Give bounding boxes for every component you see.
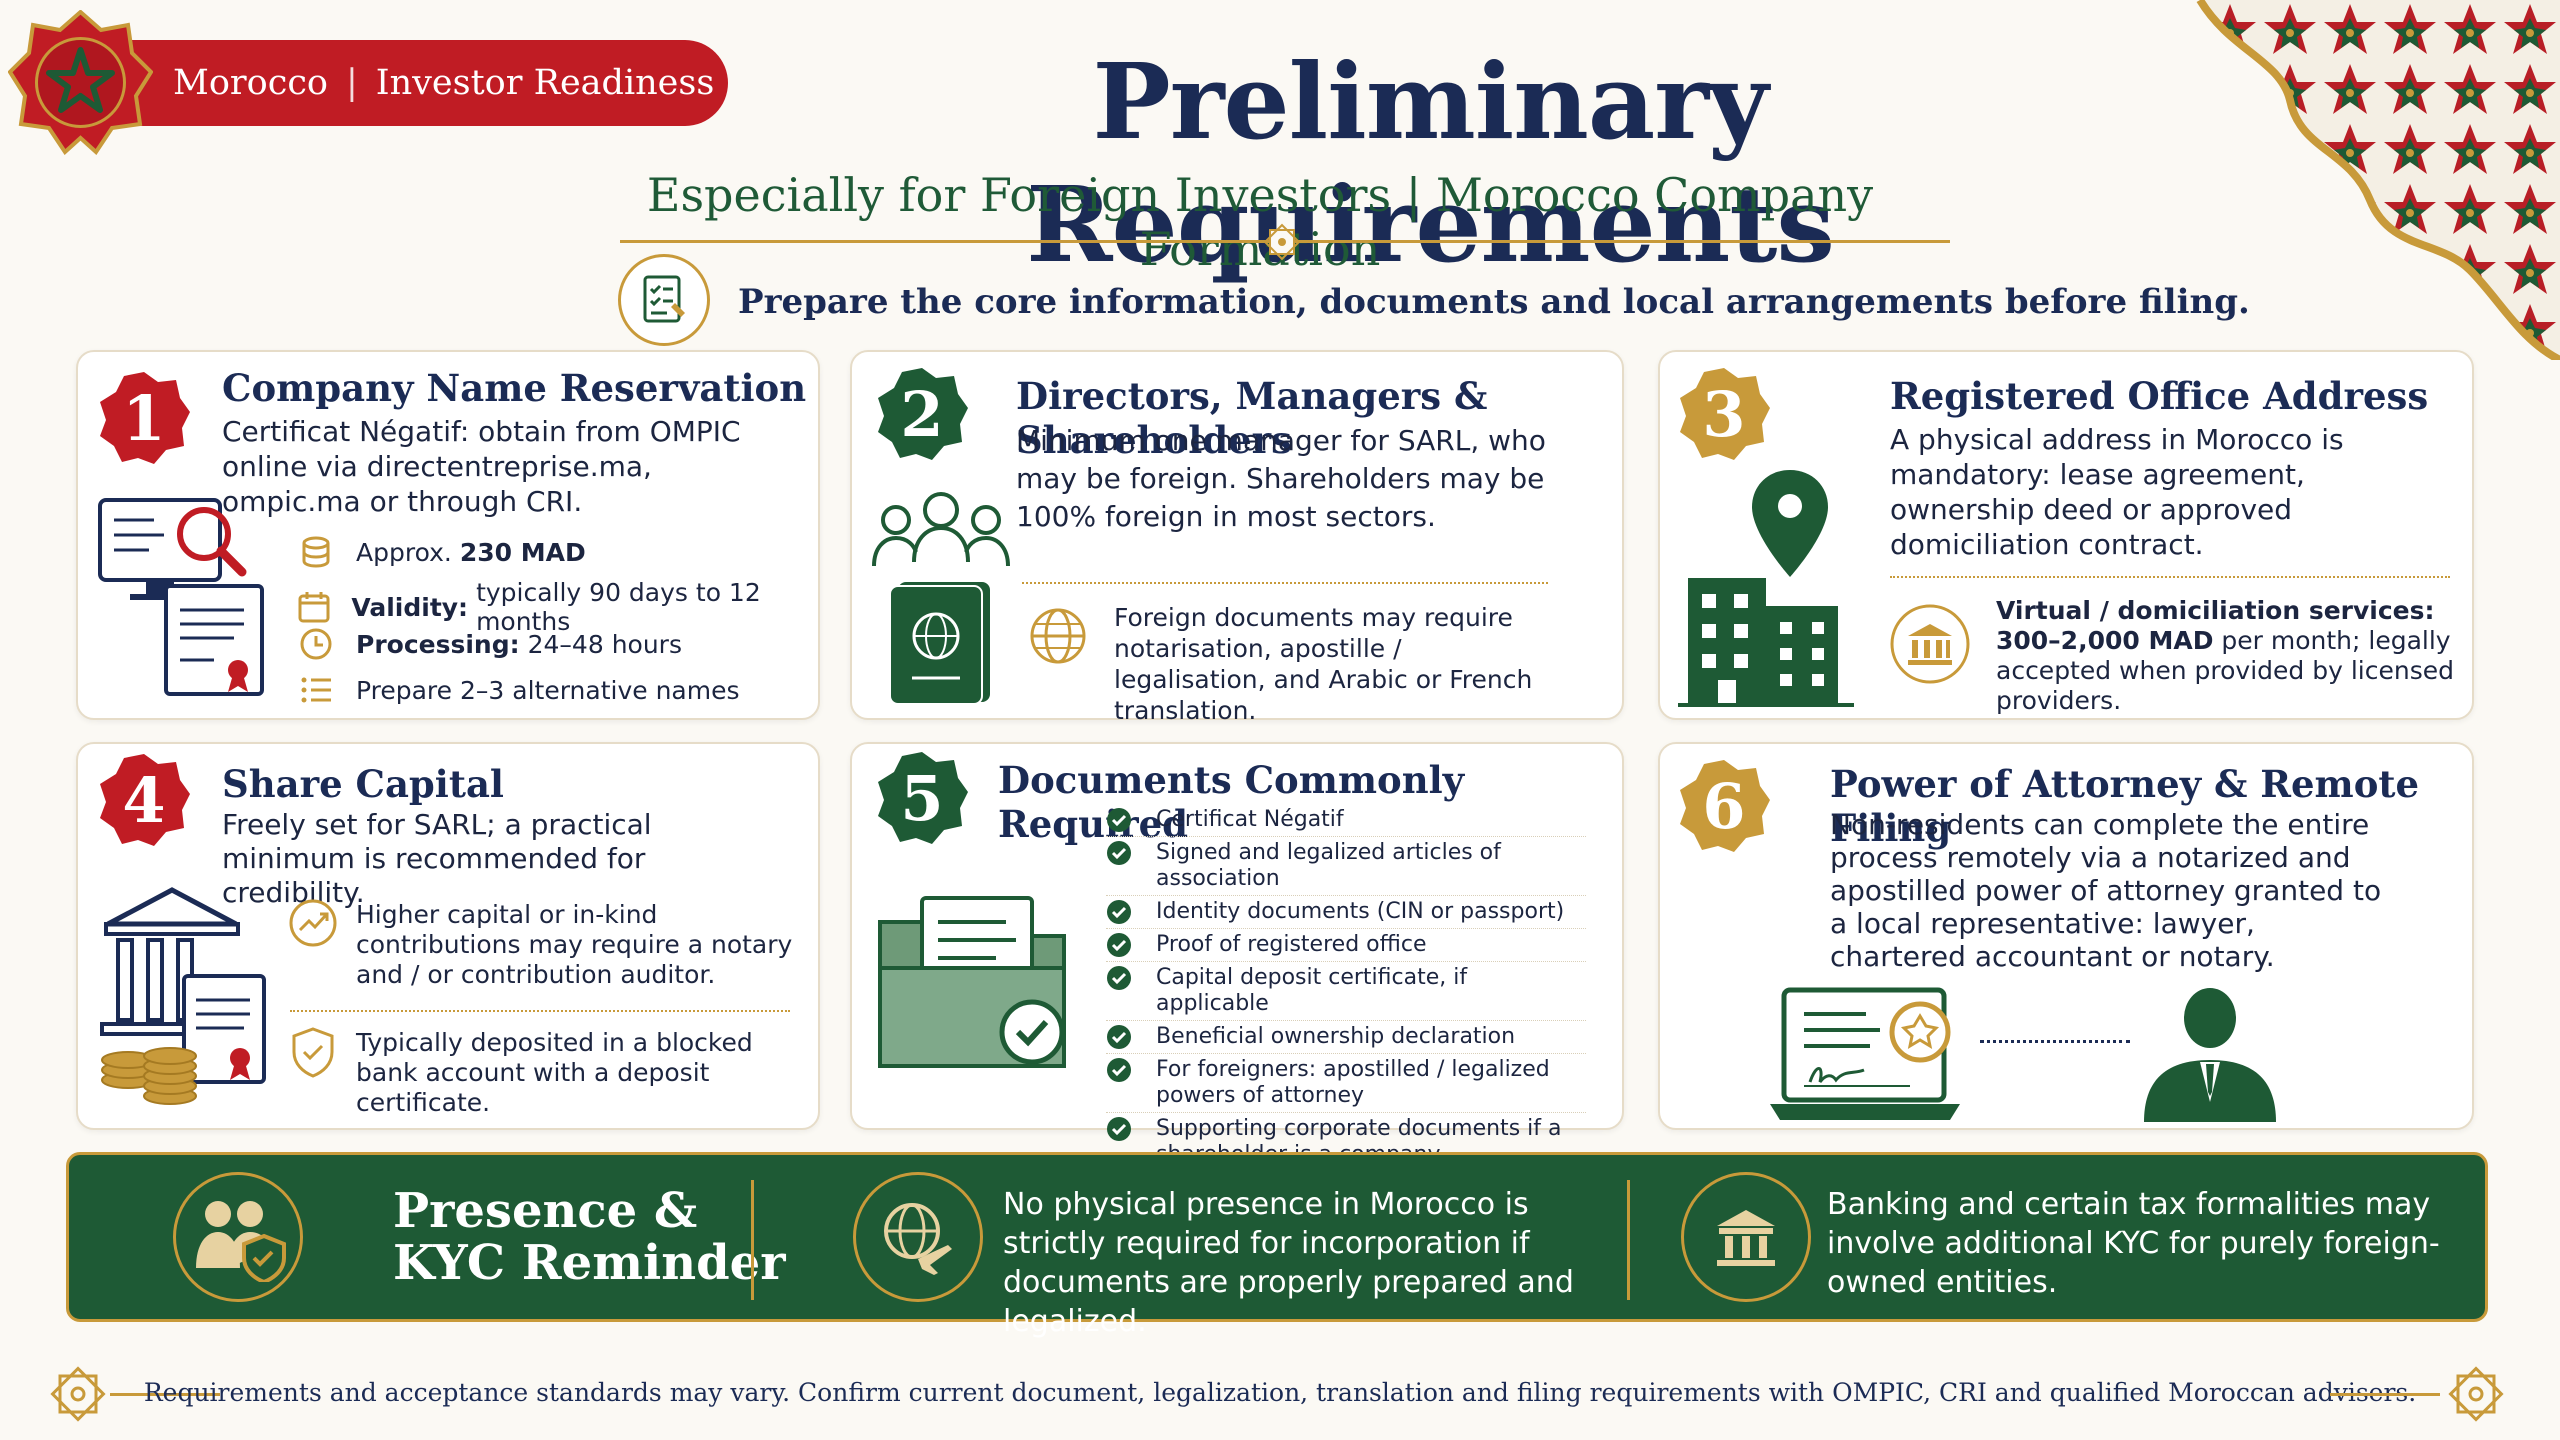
- footer-line-right: [2330, 1393, 2440, 1396]
- card-body: A physical address in Morocco is mandato…: [1890, 423, 2344, 561]
- header-badge: Morocco | Investor Readiness: [8, 10, 728, 155]
- clock-icon: [296, 624, 336, 664]
- step-number-badge: 1: [96, 370, 192, 466]
- banner-divider: [751, 1180, 754, 1300]
- local-representative-person-icon: [2144, 988, 2276, 1122]
- card-body: Certificat Négatif: obtain from OMPIC on…: [222, 415, 741, 518]
- name-search-monitor-icon: [98, 498, 264, 696]
- bank-coins-certificate-icon: [100, 887, 266, 1105]
- card-note: Typically deposited in a blocked bank ac…: [356, 1028, 753, 1117]
- card-body: Non-residents can complete the entire pr…: [1830, 808, 2382, 973]
- domiciliation-label: Virtual / domiciliation services:: [1996, 596, 2435, 625]
- card-title: Company Name Reservation: [222, 366, 807, 410]
- shield-check-icon: [290, 1026, 336, 1082]
- banner-kyc-text: Banking and certain tax formalities may …: [1827, 1187, 2440, 1300]
- footer-disclaimer: Requirements and acceptance standards ma…: [143, 1378, 2417, 1407]
- card-note: Virtual / domiciliation services: 300–2,…: [1996, 596, 2456, 716]
- laptop-signed-document-icon: [1770, 987, 1960, 1120]
- card-office-address: 3 Registered Office Address A physical a…: [1658, 350, 2474, 720]
- check-circle-icon: [1107, 933, 1131, 957]
- translation-globe-icon: [1028, 606, 1088, 670]
- badge-topic: Investor Readiness: [375, 63, 715, 103]
- banner-divider: [1627, 1180, 1630, 1300]
- step-number-badge: 4: [96, 752, 192, 848]
- card-share-capital: 4 Share Capital Freely set for SARL; a p…: [76, 742, 820, 1130]
- check-circle-icon: [1107, 1058, 1131, 1082]
- footer-line-left: [110, 1393, 220, 1396]
- check-circle-icon: [1107, 1117, 1131, 1141]
- step-number-badge: 6: [1676, 758, 1772, 854]
- banner-title: Presence & KYC Reminder: [393, 1183, 786, 1291]
- people-passport-icon: [872, 492, 1010, 705]
- alternative-names-row: Prepare 2–3 alternative names: [296, 670, 740, 710]
- badge-pill: Morocco | Investor Readiness: [68, 40, 728, 126]
- card-note: Foreign documents may require notarisati…: [1114, 603, 1533, 725]
- card-title: Documents Commonly Required: [998, 758, 1465, 846]
- kyc-reminder-banner: Presence & KYC Reminder No physical pres…: [66, 1152, 2488, 1339]
- zellige-corner-ornament: [2196, 0, 2560, 360]
- ornament-star-icon: [1263, 223, 1301, 261]
- card-divider: [290, 1010, 790, 1012]
- card-title: Power of Attorney & Remote Filing: [1830, 762, 2420, 850]
- badge-country: Morocco: [173, 63, 328, 103]
- globe-plane-icon: [853, 1172, 983, 1302]
- step-number-badge: 2: [874, 366, 970, 462]
- banner-presence-text: No physical presence in Morocco is stric…: [1003, 1187, 1574, 1339]
- list-icon: [296, 670, 336, 710]
- card-directors: 2 Directors, Managers & Shareholders Min…: [850, 350, 1624, 725]
- building-location-pin-icon: [1678, 470, 1854, 707]
- badge-separator: |: [346, 63, 358, 103]
- page-subtitle: Especially for Foreign Investors | Moroc…: [646, 168, 1874, 276]
- card-name-reservation: 1 Company Name Reservation Certificat Né…: [76, 350, 820, 720]
- calendar-icon: [296, 587, 331, 627]
- card-power-of-attorney: 6 Power of Attorney & Remote Filing Non-…: [1658, 742, 2474, 1130]
- connection-dotted-line: [1980, 1040, 2130, 1043]
- card-note: Higher capital or in-kind contributions …: [356, 900, 793, 989]
- footer-ornament-right-icon: [2448, 1366, 2504, 1422]
- checklist-item: Capital deposit certificate, if applicab…: [1106, 962, 1586, 1021]
- bank-icon: [1681, 1172, 1811, 1302]
- card-documents: 5 Documents Commonly Required Certificat…: [850, 742, 1624, 1172]
- bank-building-icon: [1888, 602, 1972, 690]
- card-body: Freely set for SARL; a practical minimum…: [222, 808, 652, 909]
- coins-icon: [296, 532, 336, 572]
- people-shield-icon: [173, 1172, 303, 1302]
- folder-check-icon: [878, 896, 1066, 1068]
- checklist-item: For foreigners: apostilled / legalized p…: [1106, 1054, 1586, 1113]
- check-circle-icon: [1107, 966, 1131, 990]
- card-body: Minimum one manager for SARL, who may be…: [1016, 424, 1546, 533]
- footer-ornament-left-icon: [50, 1366, 106, 1422]
- fee-row: Approx.230 MAD: [296, 532, 586, 572]
- card-divider: [1022, 582, 1548, 584]
- card-title: Directors, Managers & Shareholders: [1016, 374, 1488, 462]
- intro-text: Prepare the core information, documents …: [738, 282, 2250, 322]
- checklist-item: Signed and legalized articles of associa…: [1106, 837, 1586, 896]
- check-circle-icon: [1107, 900, 1131, 924]
- step-number-badge: 5: [874, 750, 970, 846]
- check-circle-icon: [1107, 1025, 1131, 1049]
- processing-row: Processing:24–48 hours: [296, 624, 682, 664]
- checklist-item: Beneficial ownership declaration: [1106, 1021, 1586, 1054]
- checklist-item: Certificat Négatif: [1106, 804, 1586, 837]
- growth-chart-icon: [288, 898, 338, 952]
- validity-row: Validity:typically 90 days to 12 months: [296, 578, 818, 636]
- domiciliation-details: per month; legally accepted when provide…: [1996, 626, 2454, 715]
- step-number-badge: 3: [1676, 366, 1772, 462]
- checklist-item: Proof of registered office: [1106, 929, 1586, 962]
- page-title: Preliminary Requirements: [1026, 40, 1835, 286]
- check-circle-icon: [1107, 808, 1131, 832]
- checklist-document-icon: [618, 254, 710, 346]
- card-divider: [1890, 576, 2450, 578]
- card-title: Registered Office Address: [1890, 374, 2429, 418]
- checklist-item: Identity documents (CIN or passport): [1106, 896, 1586, 929]
- check-circle-icon: [1107, 841, 1131, 865]
- card-title: Share Capital: [222, 762, 504, 806]
- morocco-star-seal-icon: [8, 10, 153, 155]
- domiciliation-price: 300–2,000 MAD: [1996, 626, 2214, 655]
